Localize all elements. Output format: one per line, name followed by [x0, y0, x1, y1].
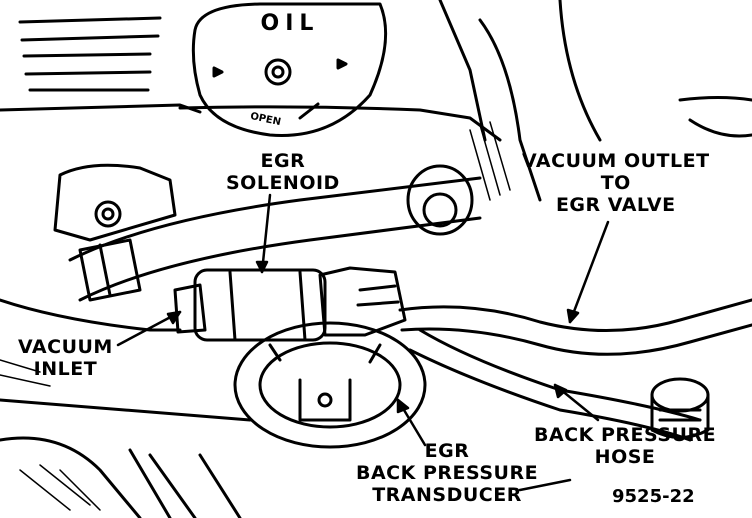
oil-cap-label: OIL — [261, 11, 320, 36]
upper-hose — [68, 164, 482, 302]
label-back-pressure-hose: BACK PRESSURE HOSE — [534, 424, 717, 468]
label-vacuum-inlet: VACUUM INLET — [18, 336, 113, 380]
label-vacuum-outlet: VACUUM OUTLET TO EGR VALVE — [522, 150, 710, 216]
leader-vacuum-outlet — [568, 220, 610, 324]
back-pressure-transducer-body — [233, 321, 427, 449]
leader-lines — [116, 193, 610, 492]
leader-egr-solenoid — [260, 193, 272, 274]
label-egr-solenoid: EGR SOLENOID — [226, 150, 340, 194]
lower-structure — [0, 298, 252, 518]
mount-bracket — [53, 163, 177, 242]
engine-block — [178, 0, 752, 202]
open-cap-label: OPEN — [249, 111, 282, 128]
vacuum-outlet-hose — [398, 298, 752, 356]
figure-number: 9525-22 — [612, 486, 695, 507]
hose-clamp — [78, 238, 142, 302]
valve-cover-ribs — [0, 16, 202, 114]
shading — [0, 121, 511, 511]
right-fitting — [650, 377, 710, 439]
leader-figure-number — [518, 478, 572, 492]
label-egr-back-pressure-transducer: EGR BACK PRESSURE TRANSDUCER — [356, 440, 539, 506]
